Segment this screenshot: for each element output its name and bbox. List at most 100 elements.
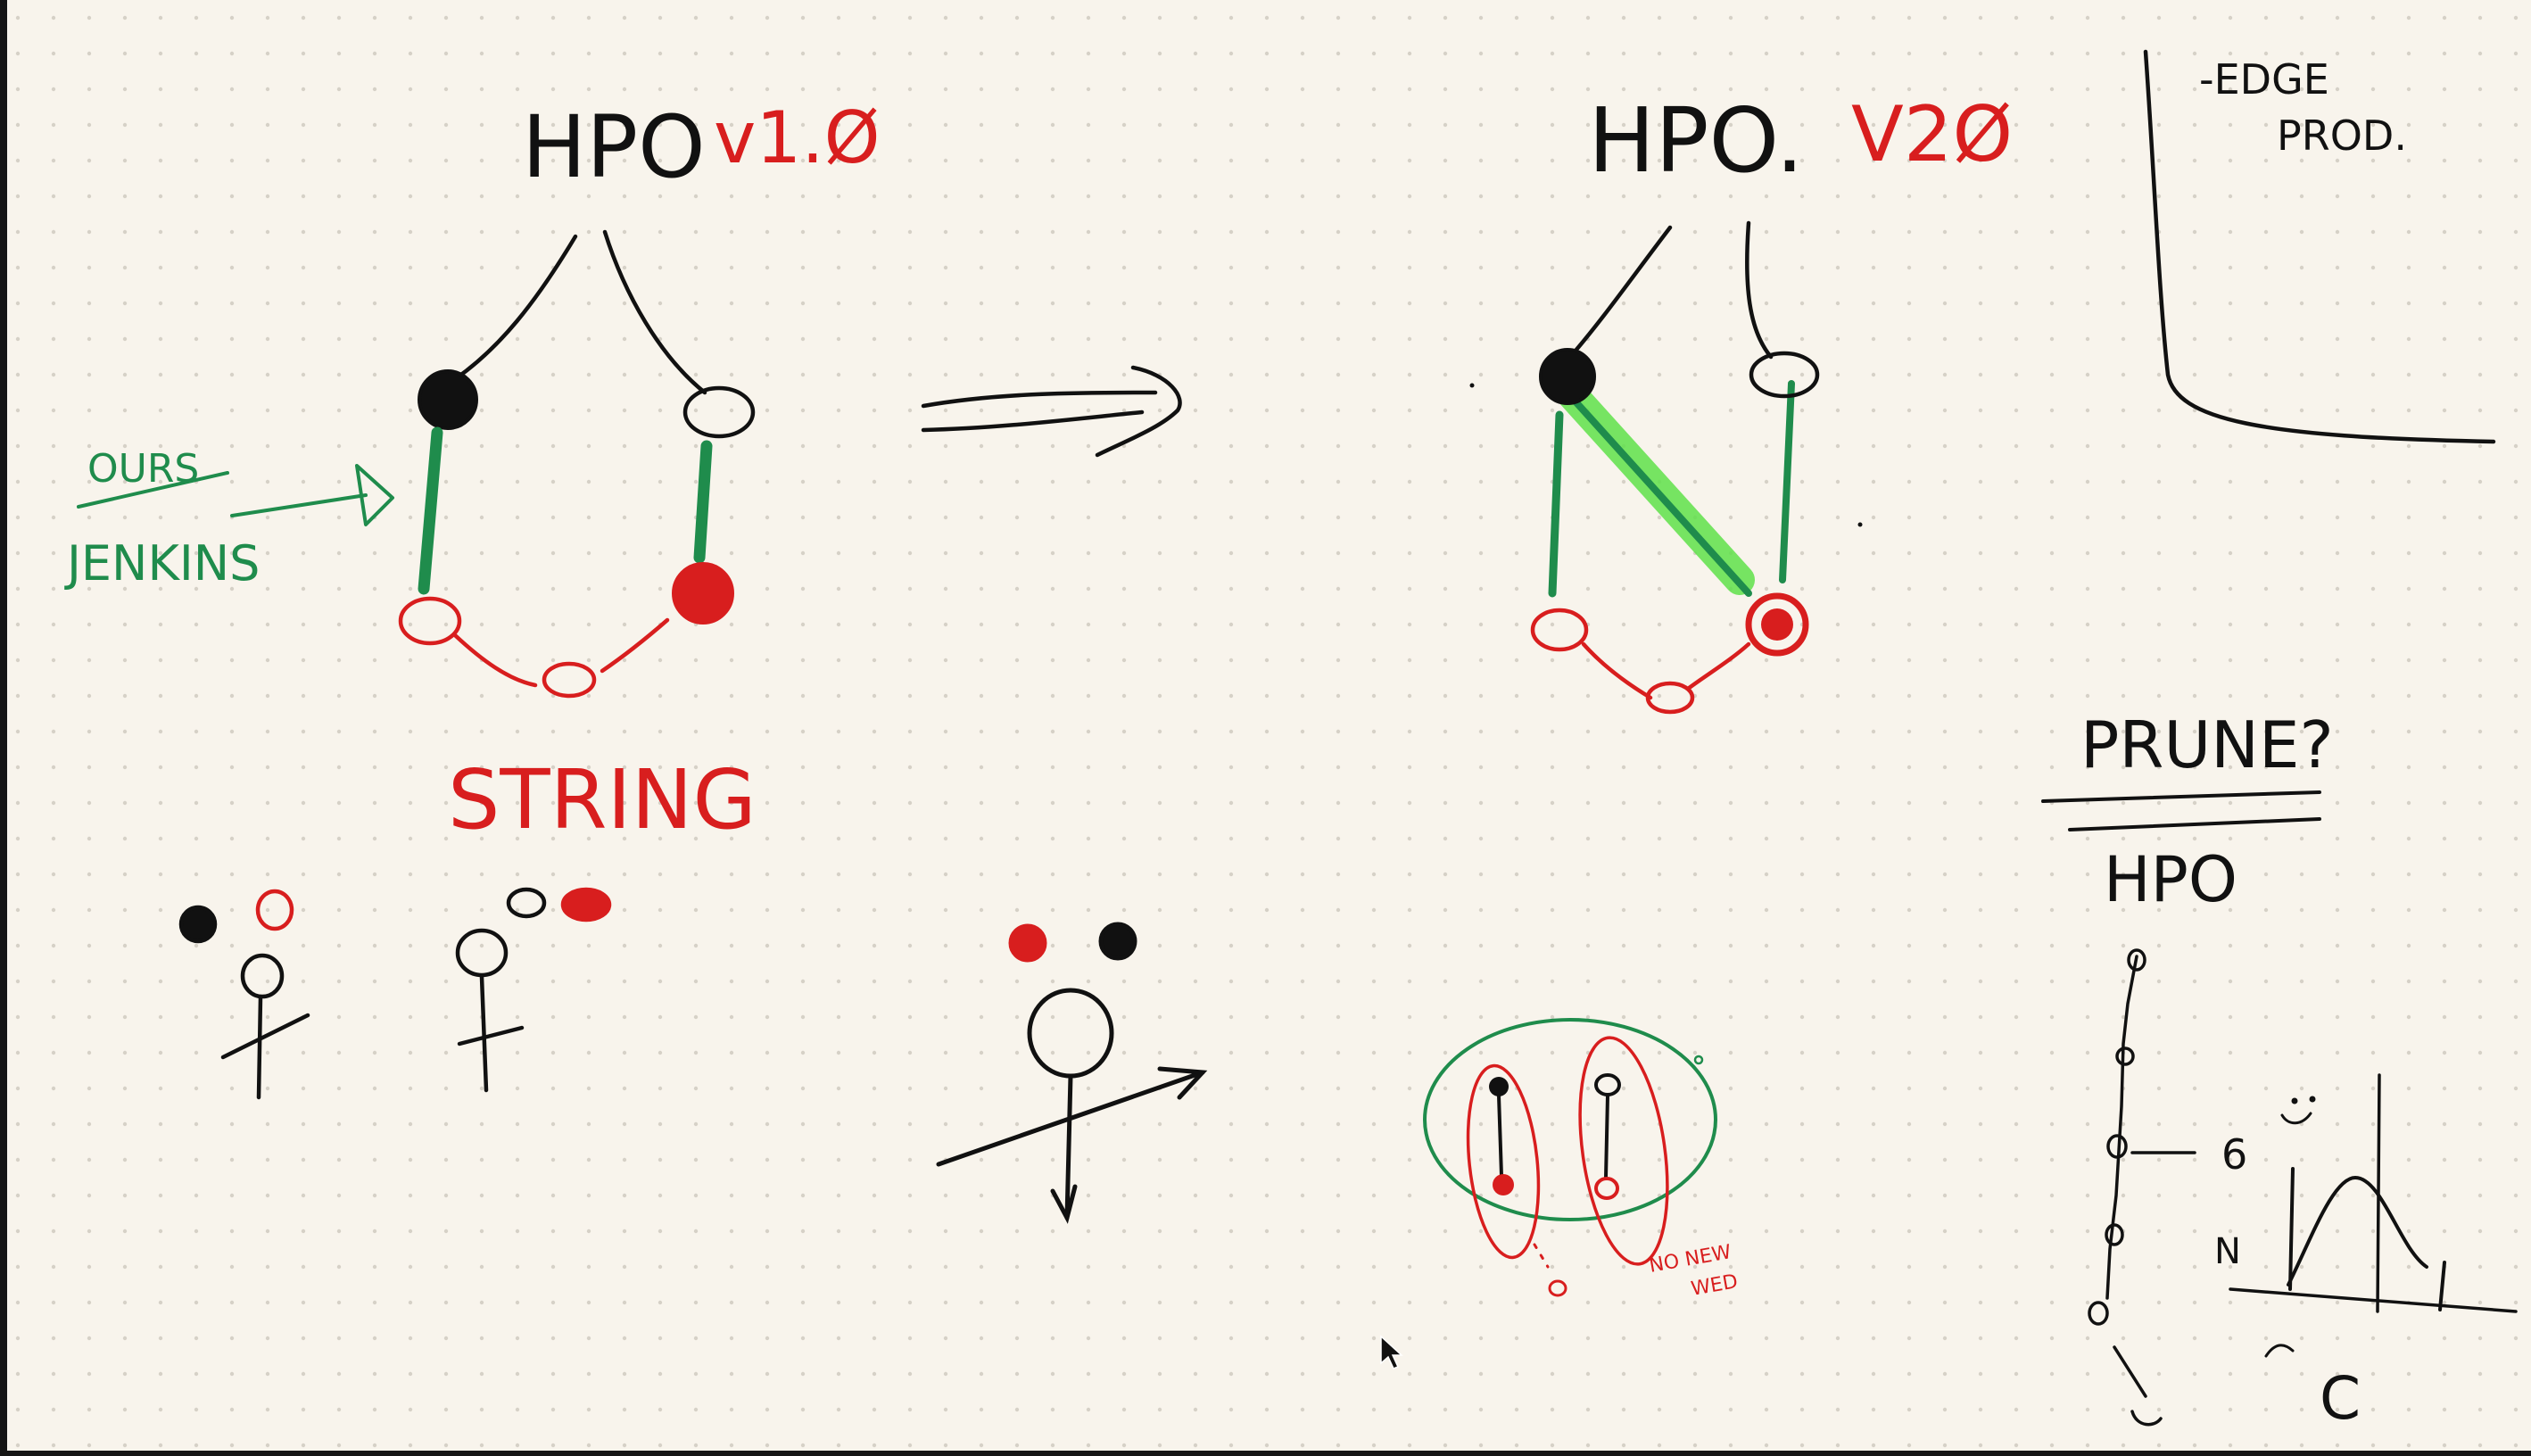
dist-curve — [2287, 1176, 2428, 1286]
left-red-link-a — [452, 633, 538, 688]
ours-arrow-shaft — [230, 493, 368, 517]
smiley-eye-b — [2309, 1096, 2316, 1103]
chain-node-4 — [2105, 1223, 2124, 1246]
figure-1-body — [256, 995, 263, 1100]
right-node-red-core — [1761, 608, 1793, 641]
right-red-link-a — [1581, 641, 1653, 700]
ours-arrow-head — [355, 464, 394, 526]
figure-1-black-dot — [178, 905, 218, 944]
tick-c-label: C — [2320, 1364, 2361, 1433]
figure-3-feet — [1050, 1184, 1078, 1224]
stick-figure-3 — [936, 922, 1208, 1224]
figure-1-arms — [220, 1013, 310, 1060]
arrow-head-stroke — [1095, 365, 1182, 458]
right-node-red-open-b — [1645, 681, 1695, 715]
figure-3-arm-arrow — [1157, 1066, 1208, 1100]
right-branch-line-a — [1567, 225, 1673, 360]
cursor-arrow-shape — [1380, 1335, 1403, 1369]
edge-prod-area: -EDGE PROD. — [2143, 49, 2496, 444]
right-green-diagonal — [1562, 387, 1752, 597]
figure-2-black-ring — [506, 887, 547, 919]
tick-n-label: N — [2214, 1231, 2241, 1272]
chain-node-1 — [2127, 948, 2146, 972]
left-green-bar-a — [418, 426, 443, 595]
dist-marker-left — [2288, 1167, 2295, 1291]
hpo-lower-label: HPO — [2104, 843, 2237, 916]
figure-3-arms — [936, 1070, 1205, 1167]
prune-section: PRUNE? HPO 6 N C — [2041, 707, 2518, 1433]
figure-2-arms — [457, 1025, 525, 1046]
jenkins-label: JENKINS — [64, 535, 260, 592]
chain-end-hook — [2130, 1410, 2163, 1427]
smiley-mouth — [2280, 1112, 2312, 1125]
arrow-top-stroke — [921, 390, 1158, 409]
group-green-tick — [1693, 1055, 1704, 1065]
group-dotted-trail — [1533, 1243, 1550, 1269]
stray-dot-a — [1469, 383, 1475, 388]
tick-6-label: 6 — [2221, 1130, 2247, 1179]
ours-underline — [77, 471, 229, 509]
left-node-red-open-b — [542, 661, 597, 699]
right-node-red-open-a — [1530, 608, 1589, 652]
left-node-red-filled — [672, 562, 734, 625]
right-branch-line-b — [1745, 220, 1774, 360]
prod-label: PROD. — [2277, 112, 2407, 160]
figure-2-body — [479, 974, 489, 1093]
stick-figure-2 — [455, 887, 612, 1093]
figure-2-red-dot — [560, 887, 612, 922]
prune-chain-line — [2105, 955, 2138, 1300]
figure-3-body — [1064, 1073, 1073, 1220]
mouse-pointer-icon — [1380, 1335, 1403, 1369]
left-title-main: HPO — [522, 97, 706, 197]
left-node-black-filled — [418, 369, 478, 430]
group-red-ring — [1594, 1177, 1619, 1200]
figure-3-red-dot — [1008, 923, 1047, 963]
chain-node-3 — [2106, 1134, 2128, 1159]
right-red-link-b — [1685, 641, 1751, 691]
left-node-black-open — [682, 385, 756, 439]
group-green-ellipse — [1423, 1018, 1717, 1221]
group-red-dot — [1493, 1174, 1514, 1195]
dist-x-axis — [2229, 1287, 2518, 1313]
prune-underline-b — [2068, 817, 2321, 831]
left-green-bar-b — [693, 440, 713, 564]
group-black-dot — [1489, 1077, 1509, 1096]
chain-tail — [2113, 1345, 2147, 1398]
figure-1-red-ring — [255, 889, 294, 931]
prune-label: PRUNE? — [2080, 707, 2334, 782]
right-green-bar-a — [1548, 410, 1564, 598]
left-node-red-open-a — [398, 596, 462, 646]
left-title-version: v1.Ø — [714, 96, 881, 179]
figure-3-black-dot — [1098, 922, 1137, 961]
left-red-link-b — [600, 617, 670, 674]
stray-dot-b — [1857, 522, 1863, 527]
group-stem-b — [1604, 1094, 1609, 1179]
left-branch-line-a — [452, 234, 578, 382]
dot-grid — [7, 0, 2531, 1451]
right-title-main: HPO. — [1588, 88, 1804, 193]
left-branch-line-b — [602, 229, 707, 395]
right-node-black-open — [1749, 351, 1820, 399]
right-title-version: V2Ø — [1851, 90, 2013, 179]
right-node-black-filled — [1539, 348, 1596, 405]
chain-node-5 — [2088, 1301, 2109, 1326]
string-label: STRING — [448, 752, 757, 848]
group-stem-a — [1497, 1094, 1503, 1178]
stick-figure-1 — [178, 889, 310, 1100]
prune-underline-a — [2041, 790, 2321, 803]
right-node-red-scribbled — [1745, 592, 1809, 657]
right-tree: HPO. V2Ø — [1469, 88, 2013, 715]
frown-mark — [2264, 1344, 2295, 1358]
edge-label: -EDGE — [2199, 55, 2329, 103]
group-red-loop-b — [1578, 1036, 1669, 1266]
chain-node-2 — [2115, 1046, 2135, 1066]
right-arrow-icon — [921, 365, 1182, 458]
group-red-loop-a — [1466, 1063, 1541, 1260]
smiley-eye-a — [2291, 1097, 2298, 1104]
left-tree: HPO v1.Ø OURS JENKINS STRING — [64, 96, 881, 848]
arrow-bottom-stroke — [921, 410, 1145, 433]
dist-marker-right — [2438, 1261, 2446, 1311]
group-small-red-ring — [1548, 1279, 1567, 1297]
